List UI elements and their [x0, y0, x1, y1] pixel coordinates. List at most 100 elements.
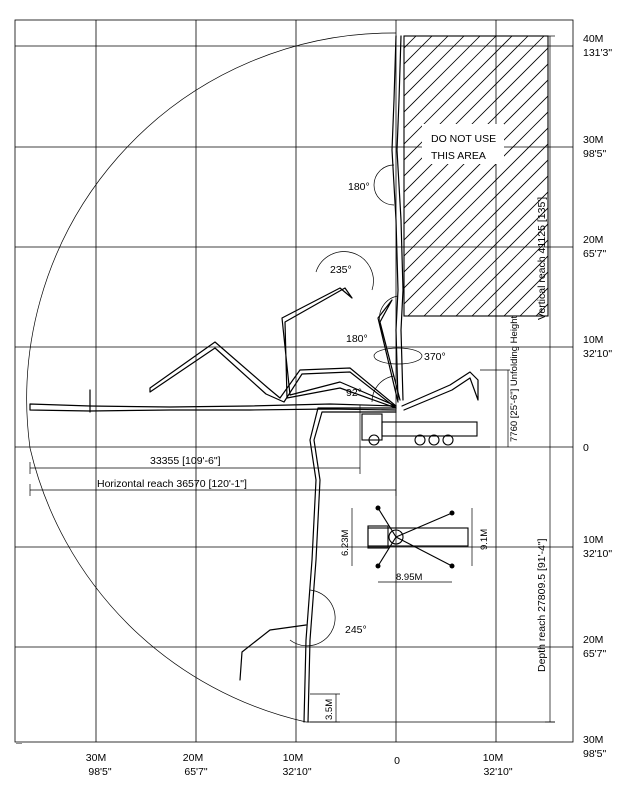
- right-axis: 40M 131'3" 30M 98'5" 20M 65'7" 10M 32'10…: [583, 33, 612, 760]
- hatch-line: [120, 36, 400, 316]
- hatch-line: [404, 36, 497, 129]
- hatch-line: [404, 36, 481, 113]
- boom-folded-vertical: [391, 35, 404, 401]
- right-axis-neg10m: 10M: [583, 534, 603, 546]
- bottom-axis: 30M 98'5" 20M 65'7" 10M 32'10" 0 10M 32'…: [86, 752, 513, 778]
- angle-label-180-top: 180°: [348, 181, 370, 193]
- hatch-line: [455, 223, 548, 316]
- hatch-line: [407, 175, 548, 316]
- boom-intermediate: [149, 287, 479, 411]
- hatch-line: [404, 95, 548, 241]
- angle-arc-92: [371, 375, 395, 403]
- right-axis-0: 0: [583, 442, 589, 454]
- bottom-axis-20m-ft: 65'7": [184, 766, 208, 778]
- boom-vertical-path-1: [391, 35, 399, 401]
- right-axis-neg20m-ft: 65'7": [583, 648, 607, 660]
- boom-extended-path: [29, 403, 397, 412]
- angle-label-92: 92°: [346, 387, 362, 399]
- hatch-line: [404, 63, 548, 209]
- horizontal-dimension-lines: [29, 405, 397, 496]
- bottom-axis-10m-ft: 32'10": [282, 766, 311, 778]
- angle-arc-180-mid: [379, 295, 399, 323]
- right-axis-neg30m-ft: 98'5": [583, 748, 607, 760]
- boom-extended-left: [29, 389, 397, 413]
- boom-depth-path-1: [303, 407, 397, 723]
- bottom-axis-10m: 10M: [283, 752, 303, 764]
- no-use-area-border: [403, 35, 549, 317]
- boom-depth-path-2: [307, 411, 397, 723]
- outrigger-cab: [367, 525, 389, 549]
- right-axis-neg20m: 20M: [583, 634, 603, 646]
- hatch-line: [503, 271, 548, 316]
- right-axis-20m-ft: 65'7": [583, 248, 607, 260]
- angle-label-245: 245°: [345, 624, 367, 636]
- vertical-reach-label: Vertical reach 41125 [135']: [536, 197, 548, 320]
- hatch-line: [404, 36, 465, 97]
- angle-arc-370: [373, 347, 423, 365]
- angle-arc-235: [315, 251, 374, 291]
- bottom-axis-10m-right: 10M: [483, 752, 503, 764]
- vertical-dimension-lines: [306, 35, 555, 723]
- right-axis-10m-ft: 32'10": [583, 348, 612, 360]
- angle-label-180-mid: 180°: [346, 333, 368, 345]
- hatch-line: [584, 36, 622, 316]
- no-use-label-line2: THIS AREA: [431, 150, 486, 162]
- right-axis-30m: 30M: [583, 134, 603, 146]
- hatch-line: [552, 36, 622, 316]
- corner-mark: —: [16, 741, 22, 747]
- right-axis-40m-ft: 131'3": [583, 47, 612, 59]
- outrigger-91-label: 9.1M: [479, 529, 490, 550]
- no-use-area: DO NOT USE THIS AREA: [120, 35, 622, 317]
- outrigger-623-label: 6.23M: [340, 530, 351, 556]
- outrigger-leg-fl: [377, 507, 397, 538]
- hatch-line: [404, 47, 548, 193]
- hatch-line: [600, 36, 622, 316]
- angle-arcs: [289, 164, 423, 647]
- bottom-axis-30m-ft: 98'5": [88, 766, 112, 778]
- chart-frame: [14, 19, 574, 743]
- bottom-axis-10m-right-ft: 32'10": [483, 766, 512, 778]
- depth-reach-label: Depth reach 27809.5 [91'-4"]: [536, 538, 548, 672]
- outrigger-foot-fr: [449, 510, 455, 516]
- hatch-line: [423, 191, 548, 316]
- boom-position-c: [377, 299, 401, 403]
- hatch-line: [404, 36, 449, 81]
- outrigger-turret: [388, 529, 404, 545]
- depth-35m-label: 3.5M: [324, 699, 335, 720]
- bottom-axis-30m: 30M: [86, 752, 106, 764]
- outrigger-truck-body: [367, 527, 469, 547]
- bottom-axis-20m: 20M: [183, 752, 203, 764]
- no-use-label-line1: DO NOT USE: [431, 133, 496, 145]
- hatch-line: [404, 36, 513, 145]
- truck: [360, 413, 490, 448]
- horizontal-reach-label: Horizontal reach 36570 [120'-1"]: [97, 478, 247, 490]
- outrigger-leg-rl: [377, 536, 397, 567]
- boom-folded-right: [401, 371, 479, 411]
- hatch-line: [404, 36, 529, 161]
- boom-position-a: [281, 287, 397, 409]
- outrigger-leg-fr: [395, 512, 453, 538]
- angle-arc-180-top: [373, 164, 395, 206]
- outrigger-leg-rr: [395, 536, 453, 567]
- hatch-line: [471, 239, 548, 316]
- truck-wheel-4: [442, 434, 454, 446]
- reach-envelope-arc: [26, 32, 397, 723]
- outrigger-foot-rl: [375, 563, 381, 569]
- hatch-line: [487, 255, 548, 316]
- hatch-line: [439, 207, 548, 316]
- boom-depth: [239, 407, 397, 723]
- bottom-axis-0: 0: [394, 755, 400, 767]
- hatch-line: [404, 159, 548, 305]
- hatch-line: [404, 79, 548, 225]
- outrigger-foot-fl: [375, 505, 381, 511]
- hatch-line: [404, 111, 548, 257]
- reach-33355-label: 33355 [109'-6"]: [150, 455, 221, 467]
- truck-cab: [361, 413, 383, 441]
- truck-wheel-1: [368, 434, 380, 446]
- right-axis-30m-ft: 98'5": [583, 148, 607, 160]
- hatch-line: [404, 36, 417, 49]
- outrigger-plan: [351, 505, 473, 583]
- truck-wheel-3: [428, 434, 440, 446]
- right-axis-neg30m: 30M: [583, 734, 603, 746]
- hatch-line: [568, 36, 622, 316]
